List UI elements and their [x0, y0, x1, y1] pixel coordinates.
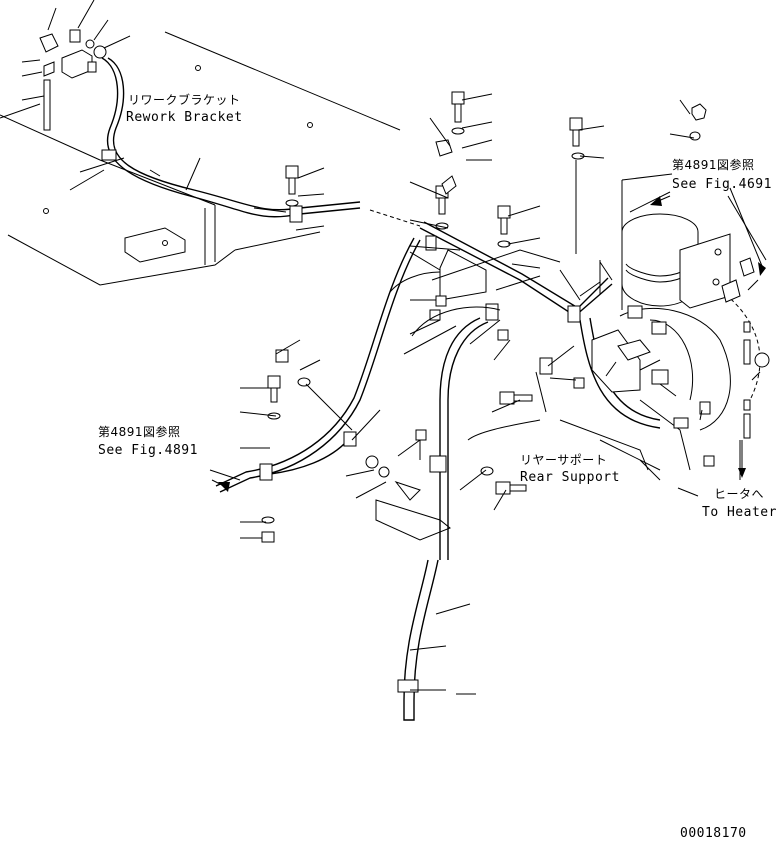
hose-clamps — [101, 149, 581, 693]
arrows — [211, 187, 766, 492]
heater-unit — [591, 173, 770, 439]
rework-bracket-jp: リワークブラケット — [128, 92, 241, 107]
bolts-washers — [261, 91, 707, 543]
rework-bracket-en: Rework Bracket — [126, 110, 243, 125]
upper-left-fittings — [0, 0, 131, 131]
heater-hoses — [101, 57, 761, 721]
rear-support — [375, 249, 715, 541]
rear-support-en: Rear Support — [520, 470, 620, 485]
ref-right-en: See Fig.4691 — [672, 177, 772, 192]
text-labels: リワークブラケット Rework Bracket 第4891図参照 See Fi… — [98, 92, 776, 841]
ref-right-jp: 第4891図参照 — [672, 157, 755, 172]
ref-left-en: See Fig.4891 — [98, 443, 198, 458]
to-heater-jp: ヒータへ — [714, 487, 764, 501]
rear-support-jp: リヤーサポート — [520, 453, 607, 467]
ref-left-jp: 第4891図参照 — [98, 424, 181, 439]
leader-lines — [69, 93, 767, 695]
drawing-number: 00018170 — [680, 826, 747, 841]
floor-plate — [0, 31, 401, 286]
to-heater-en: To Heater — [702, 505, 776, 520]
